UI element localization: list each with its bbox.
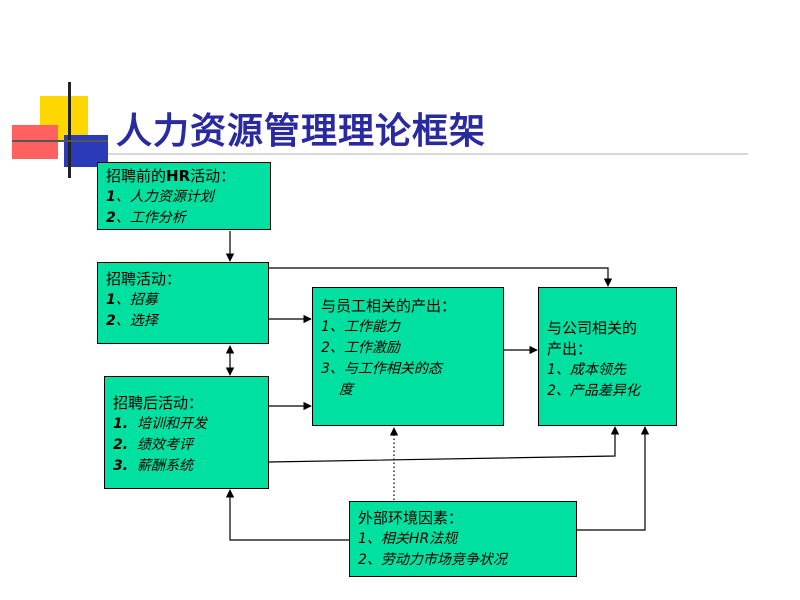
item-text: 招募 (129, 292, 158, 308)
item-separator: 、 (115, 292, 130, 308)
pre-hiring-heading-prefix: 招聘前的 (106, 167, 167, 185)
item-separator: 、 (115, 313, 130, 329)
item-number: 3. (113, 458, 129, 474)
item-number: 1 (547, 362, 556, 378)
item-text: 产品差异化 (569, 383, 640, 399)
post-hiring-activities-box: 招聘后活动： 1. 培训和开发 2. 绩效考评 3. 薪酬系统 (104, 376, 269, 489)
decor-vertical-line (68, 82, 71, 178)
item-number: 2 (358, 552, 367, 568)
company-outputs-heading-line1: 与公司相关的 (547, 319, 638, 337)
list-item: 2、劳动力市场竞争状况 (358, 550, 568, 571)
item-text: 人力资源计划 (129, 189, 214, 205)
pre-hiring-activities-box: 招聘前的HR活动： 1、人力资源计划 2、工作分析 (97, 162, 271, 230)
list-item: 3、与工作相关的态 (321, 359, 495, 380)
list-item: 3. 薪酬系统 (113, 456, 260, 477)
company-outputs-box: 与公司相关的 产出： 1、成本领先 2、产品差异化 (538, 287, 677, 426)
item-number: 2 (106, 313, 116, 329)
item-number: 1 (358, 531, 367, 547)
list-item: 1、相关HR法规 (358, 529, 568, 550)
item-number: 2. (113, 437, 129, 453)
external-factors-heading: 外部环境因素： (358, 509, 464, 527)
item-text: 工作能力 (343, 319, 400, 335)
item-number: 2 (547, 383, 556, 399)
item-text: 绩效考评 (136, 437, 193, 453)
item-text: 工作分析 (129, 210, 186, 226)
list-item: 1. 培训和开发 (113, 414, 260, 435)
arrow-hiring-to-company (269, 267, 613, 287)
arrow-external-to-post (225, 489, 349, 541)
item-separator: 、 (366, 552, 381, 568)
item-number: 1 (106, 189, 116, 205)
page-title: 人力资源管理理论框架 (116, 110, 487, 152)
hiring-heading: 招聘活动： (106, 270, 182, 288)
item-text: 相关HR法规 (380, 531, 458, 547)
item-number: 1 (321, 319, 330, 335)
external-factors-box: 外部环境因素： 1、相关HR法规 2、劳动力市场竞争状况 (349, 501, 577, 577)
item-separator: 、 (555, 362, 570, 378)
item-separator: 、 (329, 361, 344, 377)
arrow-post-to-company (268, 426, 620, 463)
item-separator: 、 (115, 189, 130, 205)
item-separator: 、 (329, 319, 344, 335)
list-item: 2、工作分析 (106, 208, 262, 229)
item-separator: 、 (366, 531, 381, 547)
item-text: 薪酬系统 (136, 458, 193, 474)
pre-hiring-heading-hr: HR (166, 167, 191, 185)
pre-hiring-heading-suffix: 活动： (190, 167, 236, 185)
title-underline (108, 153, 748, 155)
list-item: 2、产品差异化 (547, 381, 668, 402)
company-outputs-heading-line2: 产出： (547, 340, 593, 358)
item-number: 2 (321, 340, 330, 356)
item-text: 工作激励 (343, 340, 400, 356)
item-text: 成本领先 (569, 362, 626, 378)
item-number: 1 (106, 292, 116, 308)
decor-red-square (12, 125, 58, 159)
item-number: 2 (106, 210, 116, 226)
item-separator: 、 (115, 210, 130, 226)
item-number: 3 (321, 361, 330, 377)
post-hiring-heading: 招聘后活动： (113, 394, 204, 412)
item-number: 1. (113, 416, 129, 432)
list-item: 2. 绩效考评 (113, 435, 260, 456)
item-separator: 、 (329, 340, 344, 356)
employee-outputs-heading: 与员工相关的产出： (321, 297, 457, 315)
item-text: 选择 (129, 313, 158, 329)
pre-hiring-heading: 招聘前的HR活动： (106, 166, 262, 187)
list-item: 1、工作能力 (321, 317, 495, 338)
item-separator: 、 (555, 383, 570, 399)
list-item: 2、选择 (106, 311, 260, 332)
list-item: 2、工作激励 (321, 338, 495, 359)
decor-horizontal-line (12, 140, 108, 142)
list-item: 1、成本领先 (547, 360, 668, 381)
employee-outputs-box: 与员工相关的产出： 1、工作能力 2、工作激励 3、与工作相关的态 度 (312, 287, 504, 426)
arrow-external-to-company (577, 426, 650, 531)
list-item-continuation: 度 (339, 382, 353, 398)
item-text: 与工作相关的态 (343, 361, 442, 377)
hiring-activities-box: 招聘活动： 1、招募 2、选择 (97, 262, 269, 344)
item-text: 培训和开发 (136, 416, 207, 432)
item-text: 劳动力市场竞争状况 (380, 552, 507, 568)
list-item: 1、人力资源计划 (106, 187, 262, 208)
list-item: 1、招募 (106, 290, 260, 311)
